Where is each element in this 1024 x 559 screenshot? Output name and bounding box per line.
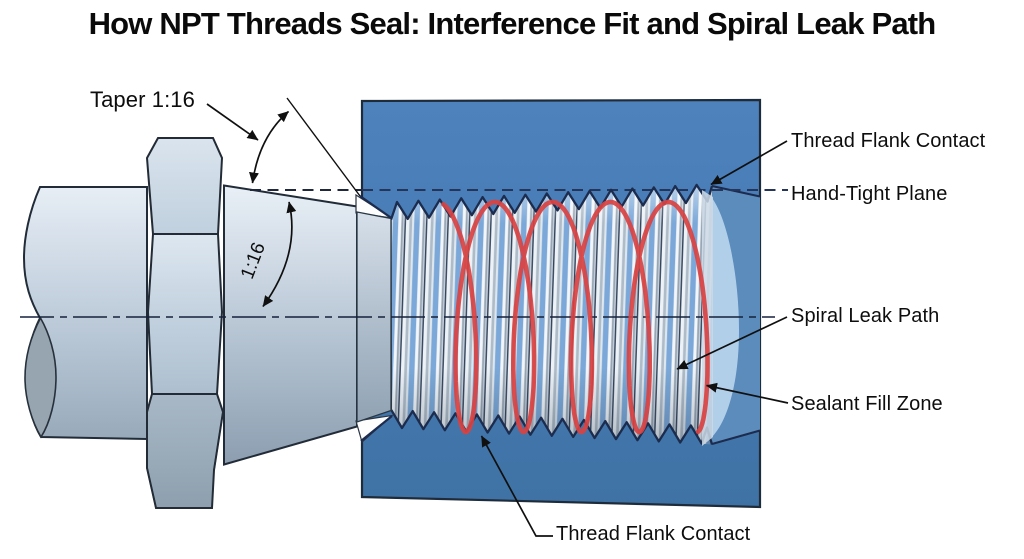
sealant-fill-zone (709, 185, 761, 445)
male-fitting (22, 137, 394, 509)
label-taper: Taper 1:16 (90, 87, 195, 112)
spiral-leader-arrow (676, 316, 788, 370)
label-thread-flank-contact-top: Thread Flank Contact (791, 130, 986, 152)
label-hand-tight-plane: Hand-Tight Plane (791, 183, 948, 205)
diagram-title: How NPT Threads Seal: Interference Fit a… (88, 6, 937, 41)
thread-relief (356, 211, 392, 423)
female-chamfer-top (359, 195, 393, 220)
taper-leader-arrow (206, 103, 259, 141)
dimension-annotations (206, 97, 789, 537)
spiral-leak-path-curve (441, 199, 710, 435)
ratio-dimension-arc (262, 201, 297, 307)
male-thread-engaged (389, 183, 714, 446)
sealant-leader-arrow (706, 382, 789, 404)
taper-cone (223, 184, 358, 466)
hex-nut (145, 137, 225, 509)
label-thread-flank-contact-bottom: Thread Flank Contact (556, 523, 751, 545)
taper-angle-arc (249, 110, 290, 184)
female-chamfer-bottom (360, 415, 393, 442)
label-sealant-fill-zone: Sealant Fill Zone (791, 393, 943, 415)
taper-construction-line (286, 97, 361, 197)
thread-crest-bottom-outline (390, 409, 714, 445)
flank-top-leader-arrow (710, 140, 788, 186)
label-spiral-leak-path: Spiral Leak Path (791, 305, 940, 327)
pipe-bore-section (24, 316, 57, 439)
flank-bottom-leader-arrow (480, 435, 553, 537)
